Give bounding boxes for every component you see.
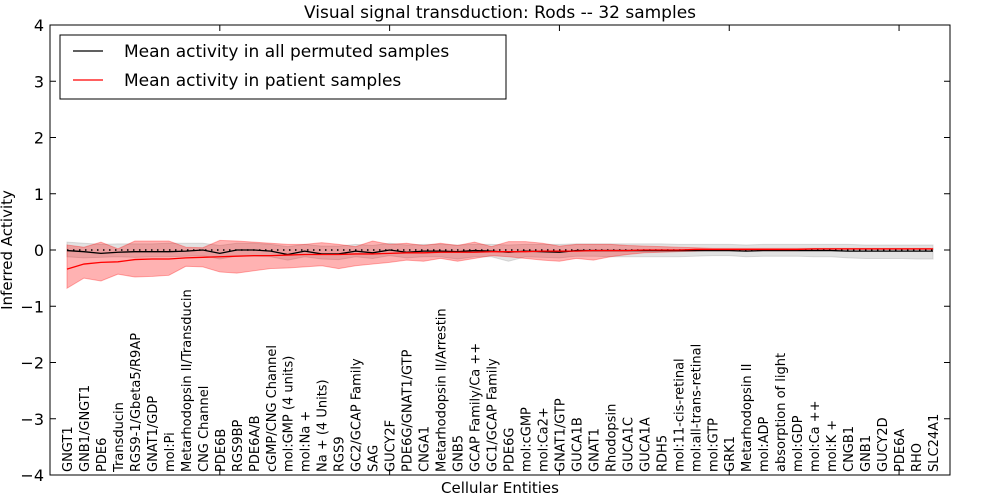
x-tick-label: GRK1	[723, 436, 738, 472]
x-tick-label: Rhodopsin	[604, 404, 619, 472]
x-tick-label: GUCA1B	[570, 417, 585, 472]
x-tick-label: Na + (4 Units)	[316, 379, 331, 472]
x-tick-label: PDE6A	[893, 429, 908, 472]
legend-label-permuted: Mean activity in all permuted samples	[124, 42, 449, 62]
x-tick-label: Metarhodopsin II/Arrestin	[435, 308, 450, 472]
x-tick-label: GUCA1C	[621, 417, 636, 472]
x-tick-label: CNGB1	[842, 426, 857, 472]
x-tick-label: GNAT1/GTP	[553, 398, 568, 472]
x-tick-label: SLC24A1	[927, 414, 942, 472]
x-tick-label: PDE6A/B	[248, 415, 263, 472]
x-tick-label: RGS9-1/Gbeta5/R9AP	[129, 333, 144, 472]
x-tick-label: CNG Channel	[197, 386, 212, 472]
x-tick-label: mol:11-cis-retinal	[672, 358, 687, 472]
patient-mean-line	[66, 248, 934, 270]
x-tick-label: mol:GTP	[706, 418, 721, 472]
y-tick-label: −3	[20, 410, 44, 429]
x-tick-label: GNB5	[452, 435, 467, 472]
x-tick-label: GUCY2D	[876, 417, 891, 472]
x-tick-label: GNAT1/GDP	[146, 396, 161, 472]
x-tick-label: mol:ADP	[757, 416, 772, 472]
y-tick-label: 1	[34, 185, 44, 204]
y-tick-label: −2	[20, 354, 44, 373]
chart-title: Visual signal transduction: Rods -- 32 s…	[304, 3, 696, 23]
x-tick-label: mol:Ca ++	[808, 400, 823, 472]
x-tick-label: Transducin	[112, 402, 127, 473]
x-tick-label: CNGA1	[418, 426, 433, 472]
x-tick-label: GUCA1A	[638, 417, 653, 472]
y-axis-label: Inferred Activity	[0, 190, 16, 310]
legend-box	[59, 34, 507, 100]
x-tick-label: mol:K +	[825, 420, 840, 472]
x-tick-label: absorption of light	[774, 353, 789, 472]
x-tick-label: GC1/GCAP Family	[486, 358, 501, 472]
x-tick-label: PDE6	[95, 438, 110, 472]
x-tick-label: mol:GMP (4 units)	[282, 356, 297, 472]
legend: Mean activity in all permuted samples Me…	[59, 34, 507, 100]
x-tick-label: mol:Ca2+	[536, 407, 551, 472]
y-tick-label: 3	[34, 72, 44, 91]
x-tick-label: SAG	[367, 445, 382, 472]
x-tick-label: RGS9	[333, 436, 348, 472]
x-tick-label: mol:all-trans-retinal	[689, 344, 704, 472]
x-tick-label: PDE6G	[502, 428, 517, 472]
x-tick-label: RGS9BP	[231, 419, 246, 472]
x-tick-label: GC2/GCAP Family	[350, 358, 365, 472]
x-tick-label: GNB1/GNGT1	[78, 385, 93, 472]
x-axis-label: Cellular Entities	[441, 479, 559, 497]
y-tick-label: 0	[34, 241, 44, 260]
x-tick-label: Metarhodopsin II/Transducin	[180, 289, 195, 472]
x-tick-label: mol:Na +	[299, 411, 314, 472]
x-tick-label: cGMP/CNG Channel	[265, 345, 280, 472]
x-tick-label: PDE6B	[214, 429, 229, 472]
y-tick-label: 2	[34, 129, 44, 148]
x-tick-label: GUCY2F	[384, 420, 399, 472]
y-tick-label: −4	[20, 466, 44, 485]
x-tick-label: GNAT1	[587, 428, 602, 472]
x-tick-label: RHO	[910, 443, 925, 472]
y-tick-label: 4	[34, 16, 44, 35]
x-tick-label: mol:GDP	[791, 415, 806, 472]
x-tick-label: Metarhodopsin II	[740, 364, 755, 472]
x-tick-label: mol:Pi	[163, 432, 178, 472]
x-tick-label: PDE6G/GNAT1/GTP	[401, 349, 416, 472]
legend-label-patient: Mean activity in patient samples	[124, 71, 401, 91]
x-tick-label: GCAP Family/Ca ++	[469, 343, 484, 472]
x-tick-label: RDH5	[655, 435, 670, 472]
x-tick-label: GNGT1	[61, 426, 76, 472]
x-tick-label: GNB1	[859, 435, 874, 472]
y-tick-label: −1	[20, 297, 44, 316]
x-tick-label: mol:cGMP	[519, 407, 534, 472]
